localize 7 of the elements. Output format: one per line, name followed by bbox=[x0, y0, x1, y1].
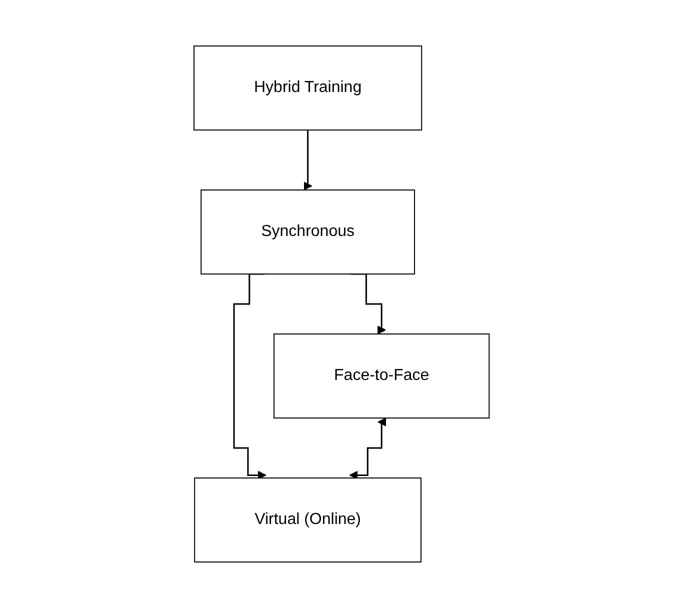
node-box: Synchronous bbox=[201, 190, 416, 274]
arrow bbox=[350, 418, 386, 480]
arrow bbox=[304, 129, 313, 190]
node-box: Virtual (Online) bbox=[194, 477, 422, 562]
node-box: Hybrid Training bbox=[194, 46, 423, 130]
arrow bbox=[234, 273, 267, 480]
node-box: Face-to-Face bbox=[274, 334, 490, 418]
